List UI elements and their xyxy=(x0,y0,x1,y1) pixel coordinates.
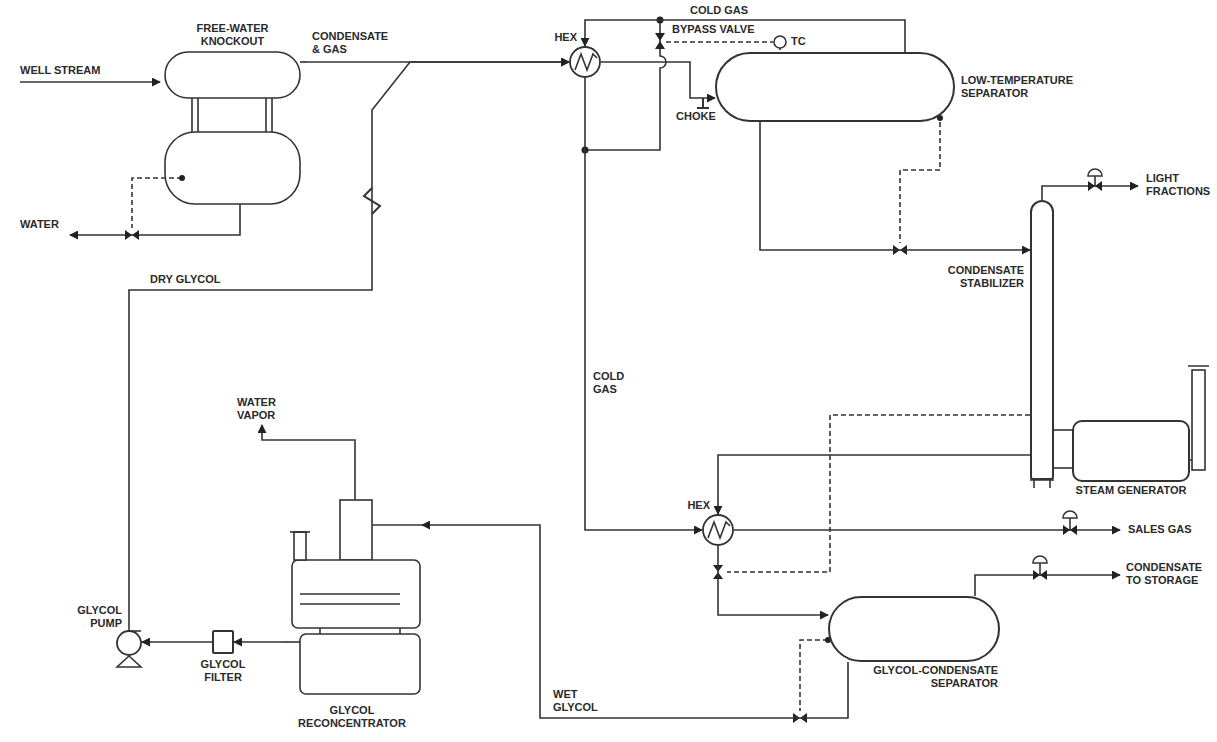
tank-legs xyxy=(320,628,400,634)
process-line xyxy=(1054,467,1072,469)
pump-symbol xyxy=(116,630,142,656)
control-line xyxy=(727,415,1030,572)
valve-actuator xyxy=(1088,169,1102,176)
symbol-outline xyxy=(570,47,600,77)
valve-actuator xyxy=(1033,556,1047,563)
control-valve xyxy=(1033,570,1047,580)
bypass-valve xyxy=(655,33,665,49)
glycol-pump: GLYCOL PUMP xyxy=(116,630,142,656)
valve-stem xyxy=(1069,518,1071,530)
glycol-filter: GLYCOL FILTER xyxy=(212,630,234,654)
valve-stem xyxy=(1039,563,1041,575)
process-line xyxy=(585,78,702,530)
stream-label: TC xyxy=(791,35,821,48)
stream-label: BYPASS VALVE xyxy=(672,23,772,36)
water-vapor-line xyxy=(262,425,355,500)
stabilizer-column: CONDENSATE STABILIZER xyxy=(1030,200,1054,480)
knockout-upper-vessel xyxy=(165,52,300,98)
control-valve xyxy=(125,230,139,240)
process-line xyxy=(142,641,212,643)
heat-exchanger: HEX xyxy=(569,46,601,78)
steam-generator: STEAM GENERATOR xyxy=(1072,420,1190,482)
stream-label: COLD GAS xyxy=(690,4,770,17)
process-line xyxy=(234,641,282,643)
bypass-line xyxy=(585,20,666,150)
control-valve xyxy=(1088,181,1102,191)
well-stream-line xyxy=(20,81,160,83)
stream-label: CONDENSATE TO STORAGE xyxy=(1126,561,1211,587)
water-line xyxy=(70,204,240,235)
separator-vessel: LOW-TEMPERATURE SEPARATOR xyxy=(715,52,955,122)
reboiler xyxy=(292,560,420,628)
stream-label: SALES GAS xyxy=(1128,523,1208,536)
reboiler-stack xyxy=(294,532,306,560)
outlet-pipe xyxy=(282,641,300,643)
process-line xyxy=(129,62,569,630)
stream-label: CONDENSATE & GAS xyxy=(312,30,390,56)
stream-label: DRY GLYCOL xyxy=(150,273,250,286)
generator-stack xyxy=(1192,370,1205,470)
equipment-label: LOW-TEMPERATURE SEPARATOR xyxy=(961,74,1091,100)
valve-stem xyxy=(1094,176,1096,186)
level-control-line xyxy=(132,178,182,228)
equipment-label: CONDENSATE STABILIZER xyxy=(914,264,1024,290)
still-column xyxy=(340,500,372,560)
glycol-reconcentrator: GLYCOL RECONCENTRATOR xyxy=(282,490,422,700)
equipment-label: GLYCOL FILTER xyxy=(184,658,262,684)
separator-vessel: GLYCOL-CONDENSATE SEPARATOR xyxy=(828,596,1000,662)
pump-base xyxy=(117,656,141,667)
pump-discharge xyxy=(129,630,141,632)
inlet-pipe xyxy=(372,524,422,526)
process-line xyxy=(718,546,828,615)
equipment-label: GLYCOL-CONDENSATE SEPARATOR xyxy=(838,664,998,690)
exchanger-coil xyxy=(575,54,597,70)
process-line xyxy=(760,122,1030,250)
heat-exchanger: HEX xyxy=(702,514,734,546)
valve-actuator xyxy=(1063,511,1077,518)
process-line xyxy=(1054,429,1072,431)
temperature-controller xyxy=(774,36,786,48)
stream-label: WATER xyxy=(20,218,80,231)
equipment-label: FREE-WATER KNOCKOUT xyxy=(187,22,278,48)
condensate-storage-line xyxy=(975,575,1120,596)
stream-label: LIGHT FRACTIONS xyxy=(1146,172,1214,198)
stack-cap xyxy=(290,531,310,533)
process-line xyxy=(601,62,715,98)
stack-detail xyxy=(1188,366,1209,460)
knockout-vessel: FREE-WATER KNOCKOUT xyxy=(160,22,305,210)
stream-label: WELL STREAM xyxy=(20,64,150,77)
process-line xyxy=(718,455,1030,514)
exchanger-symbol xyxy=(569,46,601,78)
process-line xyxy=(585,20,905,52)
level-control-line xyxy=(800,640,828,711)
level-float xyxy=(179,175,185,181)
downcomer-pipes xyxy=(192,98,272,132)
sales-gas-line xyxy=(734,529,1120,531)
control-line xyxy=(666,41,773,43)
stream-label: CHOKE xyxy=(676,110,726,123)
equipment-label: GLYCOL PUMP xyxy=(62,604,122,630)
equipment-label: STEAM GENERATOR xyxy=(1064,484,1198,497)
equipment-label: GLYCOL RECONCENTRATOR xyxy=(282,704,422,730)
exchanger-coil xyxy=(708,522,730,538)
knockout-lower-vessel xyxy=(165,132,300,204)
symbol-outline xyxy=(117,631,141,655)
process-line xyxy=(422,525,848,718)
surge-tank xyxy=(300,634,420,694)
control-valve xyxy=(1063,525,1077,535)
stream-label: COLD GAS xyxy=(593,370,633,396)
column-base xyxy=(1030,480,1054,488)
level-control-line xyxy=(900,122,940,243)
exchanger-symbol xyxy=(702,514,734,546)
equipment-label: HEX xyxy=(687,499,710,512)
symbol-outline xyxy=(703,515,733,545)
fire-tube xyxy=(300,594,400,604)
stream-label: WET GLYCOL xyxy=(553,688,603,714)
stream-label: WATER VAPOR xyxy=(237,396,287,422)
choke-symbol xyxy=(697,98,709,108)
equipment-label: HEX xyxy=(554,31,577,44)
